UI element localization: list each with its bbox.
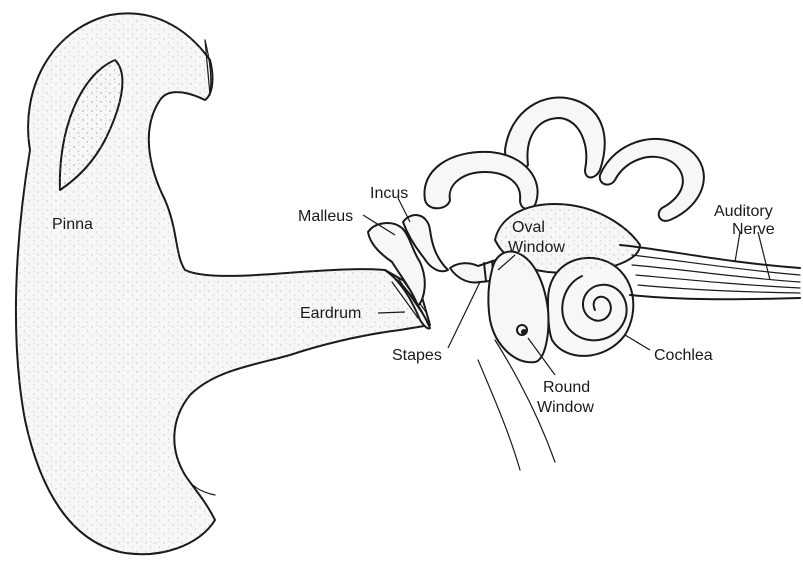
- nerve-fibers: [632, 255, 800, 293]
- label-stapes: Stapes: [392, 347, 442, 364]
- stapes-leader: [448, 282, 480, 348]
- nerve-bottom: [630, 295, 800, 299]
- label-auditory-nerve-line1: Auditory: [714, 203, 773, 220]
- auditory-nerve-leader-b: [758, 232, 770, 280]
- label-oval-window-line2: Window: [508, 239, 565, 256]
- inner-ear: [424, 97, 703, 362]
- auditory-nerve-bundle: [620, 245, 800, 299]
- round-window-dot: [521, 329, 527, 335]
- label-malleus: Malleus: [298, 208, 353, 225]
- cochlea-leader: [625, 335, 650, 350]
- bone-line-a: [478, 360, 520, 470]
- label-eardrum: Eardrum: [300, 305, 361, 322]
- outer-ear: [16, 13, 430, 554]
- pinna-stipple: [16, 13, 430, 554]
- label-round-window-line2: Window: [537, 399, 594, 416]
- label-auditory-nerve-line2: Nerve: [732, 221, 775, 238]
- semicircular-canal-right: [600, 139, 704, 221]
- label-cochlea: Cochlea: [654, 347, 713, 364]
- label-pinna: Pinna: [52, 216, 93, 233]
- label-oval-window-line1: Oval: [512, 219, 545, 236]
- label-round-window-line1: Round: [543, 379, 590, 396]
- label-incus: Incus: [370, 185, 408, 202]
